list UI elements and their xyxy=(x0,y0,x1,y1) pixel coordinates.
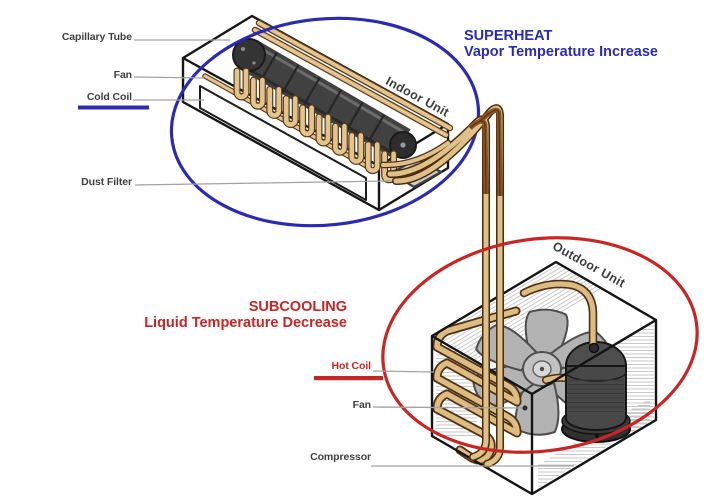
callout-compressor: Compressor xyxy=(310,451,371,463)
copper-liquid-line-segment xyxy=(468,107,503,197)
callout-hot-coil: Hot Coil xyxy=(331,360,372,372)
cold-coil-underline xyxy=(78,105,149,110)
indoor-unit-drawing xyxy=(181,14,454,212)
subcooling-title: SUBCOOLING xyxy=(248,299,347,315)
superheat-title: SUPERHEAT xyxy=(464,28,553,44)
callout-leader-lines xyxy=(133,39,574,467)
indoor-front-panel xyxy=(199,85,367,201)
hot-coil-underline xyxy=(314,376,383,381)
capillary-tube-drawing xyxy=(202,19,454,171)
callout-outdoor-fan: Fan xyxy=(352,399,371,411)
outdoor-unit-drawing xyxy=(430,260,658,496)
superheat-ellipse xyxy=(169,16,481,228)
subcooling-ellipse xyxy=(381,236,699,454)
outdoor-unit-box xyxy=(430,260,658,496)
indoor-fan-blower xyxy=(232,38,417,159)
callout-dust-filter: Dust Filter xyxy=(81,176,132,188)
superheat-annotation: SUPERHEAT Vapor Temperature Increase xyxy=(464,28,658,60)
subcooling-subtitle: Liquid Temperature Decrease xyxy=(144,315,347,331)
superheat-subtitle: Vapor Temperature Increase xyxy=(464,44,658,60)
cold-coil-drawing xyxy=(233,67,398,184)
fan-leader-dot xyxy=(522,405,528,411)
callout-indoor-fan: Fan xyxy=(113,69,132,81)
compressor-inlet-fitting xyxy=(588,342,600,354)
callout-cold-coil: Cold Coil xyxy=(86,91,132,103)
subcooling-annotation: SUBCOOLING Liquid Temperature Decrease xyxy=(95,299,347,331)
callout-capillary-tube: Capillary Tube xyxy=(61,31,132,43)
